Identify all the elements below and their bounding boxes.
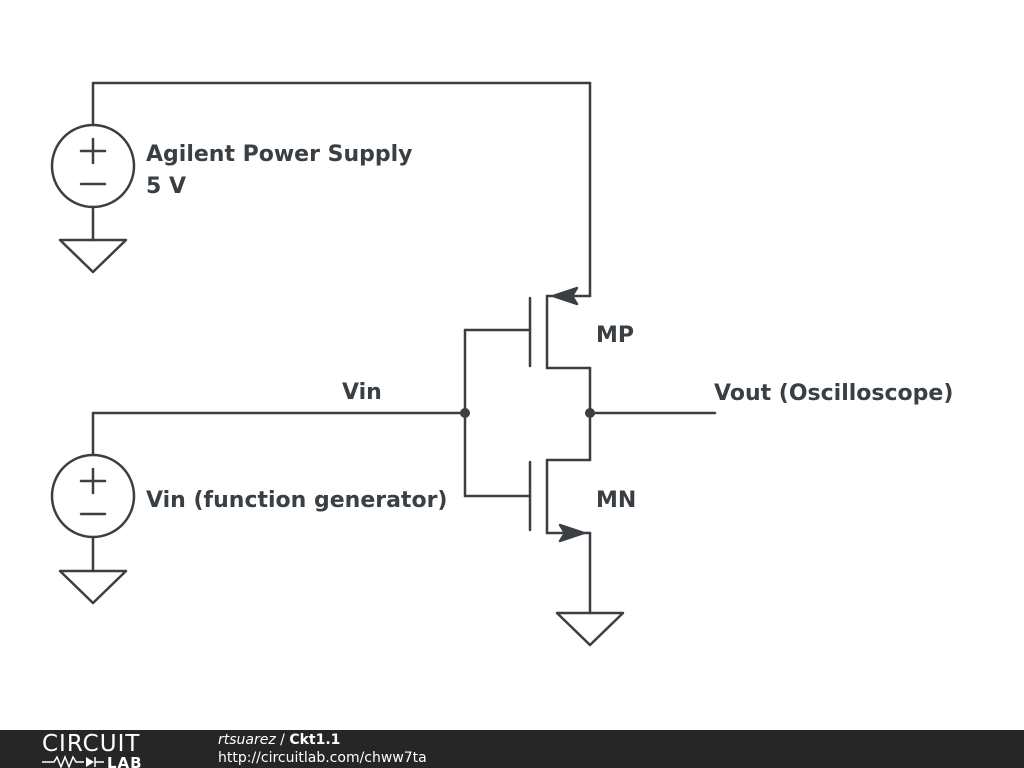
pmos-transistor — [528, 286, 592, 370]
ground-symbol-nmos — [555, 611, 625, 647]
circuitlab-logo: CIRCUIT LAB — [42, 732, 143, 768]
pmos-label: MP — [596, 323, 634, 348]
credit-line: rtsuarez / Ckt1.1 — [218, 731, 427, 749]
footer-credits: rtsuarez / Ckt1.1 http://circuitlab.com/… — [218, 731, 427, 767]
fg-name-label: Vin (function generator) — [146, 488, 447, 513]
ground-symbol-fg — [58, 569, 128, 605]
junction-dot-gate — [460, 408, 470, 418]
diode-icon — [86, 757, 94, 767]
supply-name-label: Agilent Power Supply — [146, 142, 413, 167]
nmos-label: MN — [596, 488, 636, 513]
circuit-schematic: Agilent Power Supply 5 V MP Vin Vout (Os… — [50, 81, 953, 647]
author-name[interactable]: rtsuarez — [218, 732, 276, 748]
power-supply-source — [50, 123, 136, 209]
footer-bar: CIRCUIT LAB rtsuarez / Ckt1.1 http://cir… — [0, 730, 1024, 768]
ground-symbol-supply — [58, 238, 128, 274]
supply-value-label: 5 V — [146, 174, 186, 199]
junction-dot-output — [585, 408, 595, 418]
vout-net-label: Vout (Oscilloscope) — [714, 381, 953, 406]
circuit-title[interactable]: Ckt1.1 — [289, 732, 341, 748]
logo-top-text: CIRCUIT — [42, 732, 140, 757]
credit-separator: / — [275, 732, 290, 748]
resistor-icon — [42, 754, 84, 768]
logo-bottom-text: LAB — [107, 754, 143, 768]
vin-net-label: Vin — [342, 380, 382, 405]
circuit-url[interactable]: http://circuitlab.com/chww7ta — [218, 750, 427, 766]
nmos-transistor — [528, 458, 592, 543]
function-generator-source — [50, 453, 136, 539]
